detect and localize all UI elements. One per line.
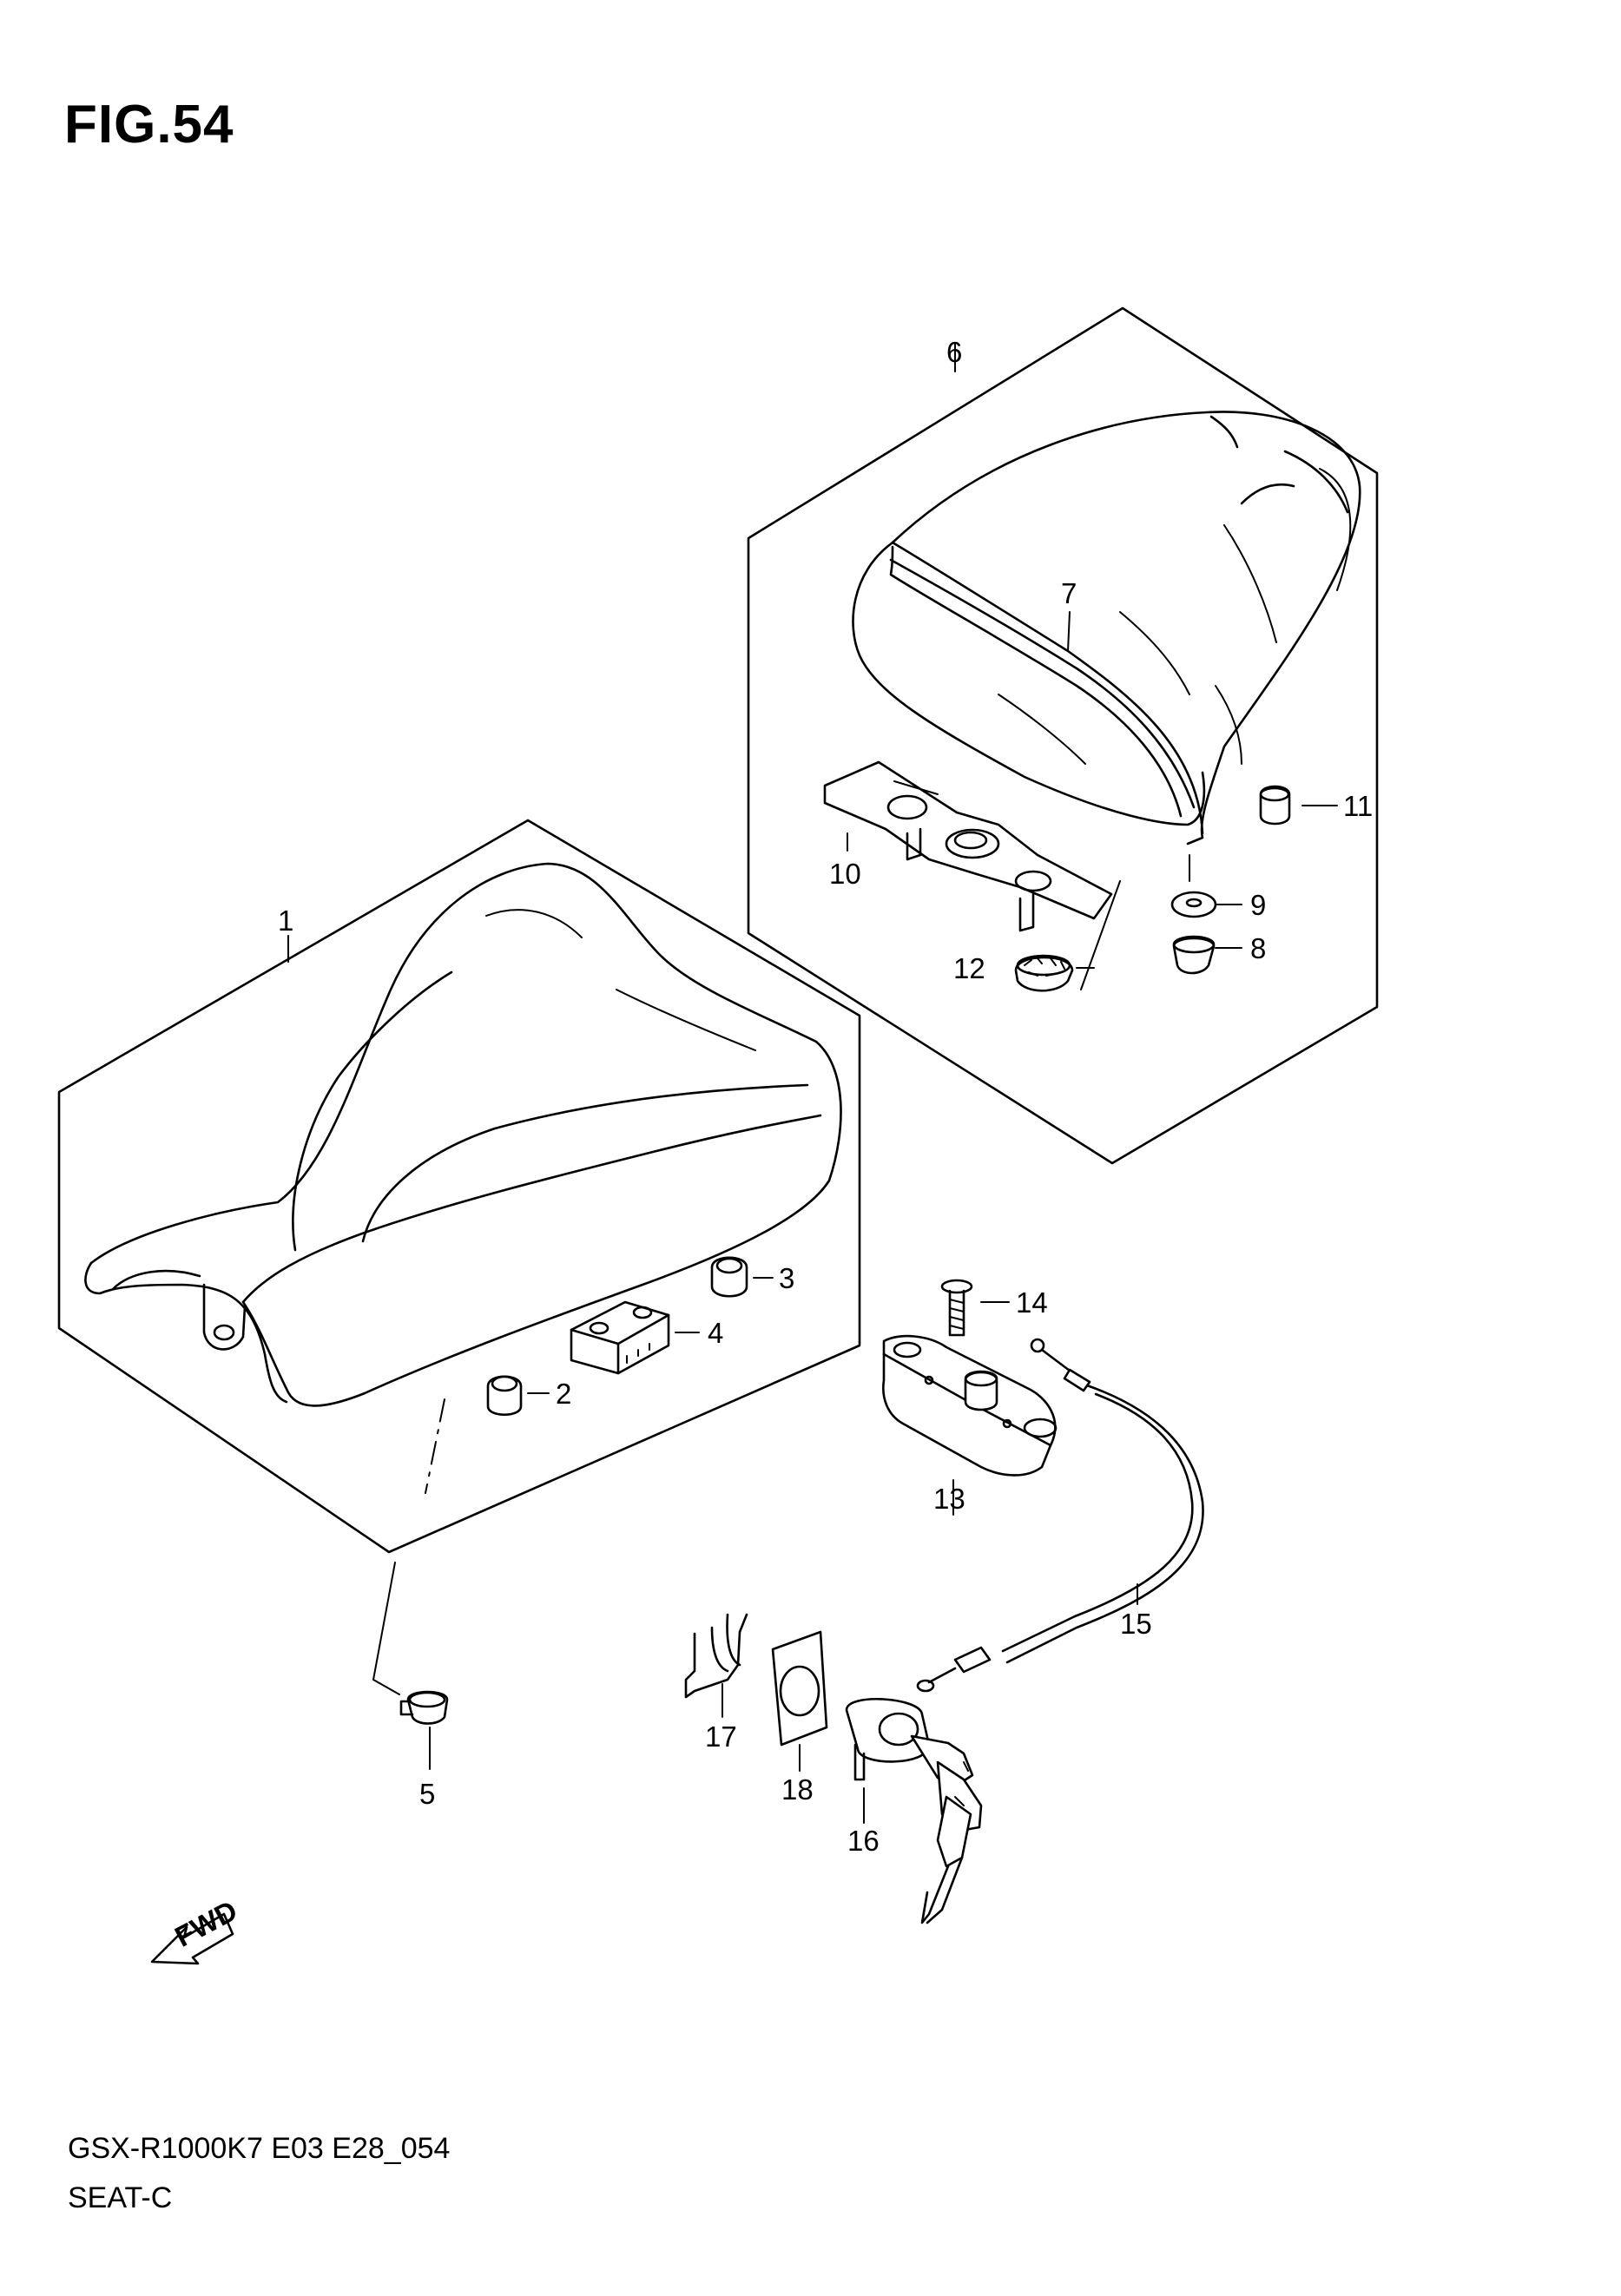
seat-lock-16-drawing: [845, 1697, 983, 1924]
front-cushion-3-drawing: [710, 1256, 748, 1298]
rear-seat-assembly-group: [747, 306, 1379, 1165]
lock-bracket-13-drawing: [882, 1334, 1058, 1516]
callout-7: 7: [1061, 577, 1077, 609]
screw-5-drawing: [399, 1690, 449, 1725]
callout-6: 6: [946, 336, 962, 368]
callout-16: 16: [847, 1825, 880, 1857]
callout-8: 8: [1250, 932, 1266, 964]
rear-seat-cushion-drawing: [852, 411, 1361, 845]
callout-3: 3: [779, 1262, 794, 1294]
callout-5: 5: [419, 1778, 435, 1810]
rear-seat-bracket-drawing: [823, 760, 1113, 932]
lock-bracket-17-drawing: [684, 1613, 748, 1718]
callout-11: 11: [1343, 790, 1373, 822]
callout-10: 10: [829, 858, 861, 890]
section-name: SEAT-C: [68, 2181, 173, 2214]
screw-14-drawing: [940, 1279, 1010, 1337]
callout-2: 2: [556, 1378, 571, 1410]
rear-cushion-11-drawing: [1259, 785, 1291, 826]
front-cushion-2-drawing: [486, 1375, 523, 1417]
lock-nut-12-drawing: [1014, 954, 1074, 992]
callout-9: 9: [1250, 889, 1266, 921]
callout-15: 15: [1120, 1608, 1152, 1640]
figure-title: FIG.54: [64, 95, 234, 155]
callout-14: 14: [1016, 1286, 1048, 1319]
rear-seat-assembly-outline: [747, 306, 1379, 1165]
front-seat-assembly-group: [57, 819, 861, 1770]
callout-1: 1: [278, 905, 293, 937]
lock-plate-18-drawing: [771, 1630, 828, 1772]
washer-9-drawing: [1170, 891, 1217, 918]
model-code: GSX-R1000K7 E03 E28_054: [68, 2132, 451, 2165]
release-cable-15-drawing: [916, 1338, 1204, 1693]
callout-4: 4: [708, 1317, 723, 1349]
front-seat-cushion-drawing: [84, 862, 842, 1407]
callout-17: 17: [705, 1720, 737, 1753]
nut-8-drawing: [1172, 935, 1216, 975]
forward-arrow-icon: FWD: [150, 1894, 242, 1965]
callout-12: 12: [953, 952, 985, 984]
front-seat-assembly-outline: [57, 819, 861, 1554]
front-cushion-4-drawing: [570, 1300, 670, 1375]
callout-13: 13: [933, 1483, 965, 1515]
callout-18: 18: [781, 1773, 814, 1806]
